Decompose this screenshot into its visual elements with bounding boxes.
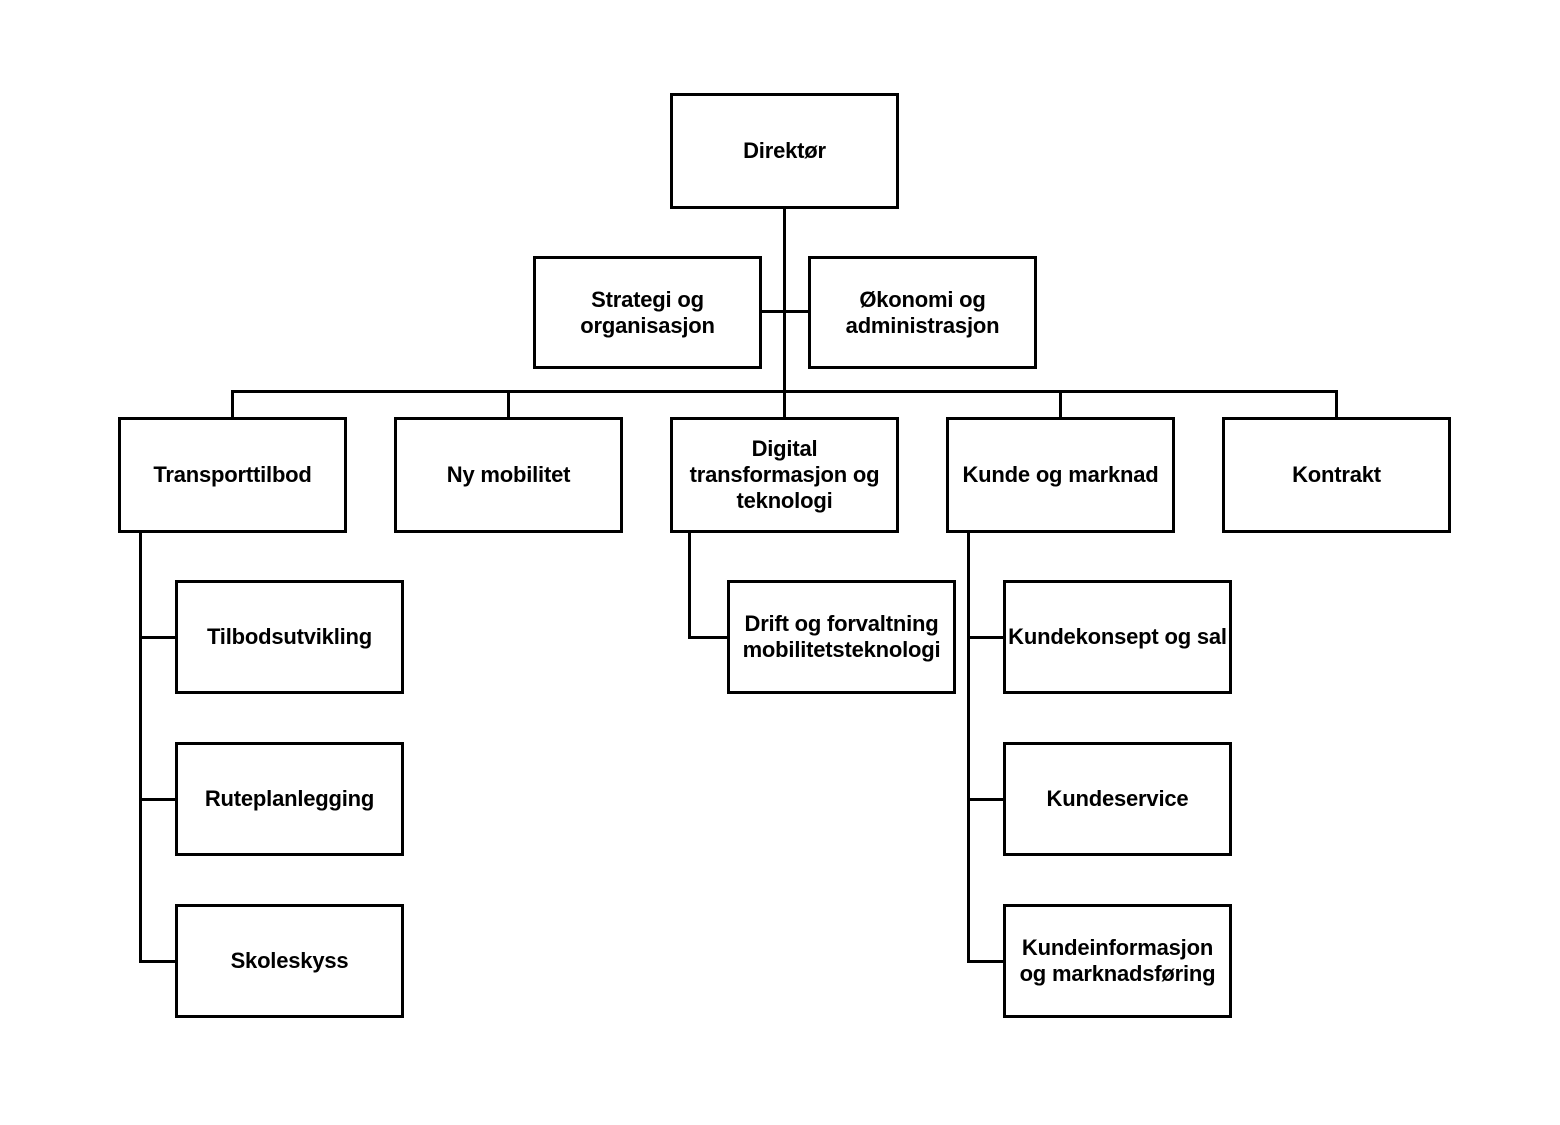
ny-mobilitet-box: Ny mobilitet <box>394 417 623 533</box>
edge-hang-kunde-og-marknad <box>967 532 970 963</box>
skoleskyss-box: Skoleskyss <box>175 904 404 1018</box>
skoleskyss-label: Skoleskyss <box>230 948 349 974</box>
edge-hang-transporttilbod <box>139 532 142 963</box>
kontrakt-label: Kontrakt <box>1292 462 1381 488</box>
transporttilbod-box: Transporttilbod <box>118 417 347 533</box>
kundeinformasjon-og-marknadsforing-label: Kundeinformasjon og marknadsføring <box>1019 935 1216 986</box>
strategi-og-organisasjon-label: Strategi og organisasjon <box>580 286 715 338</box>
edge-staff-connector <box>762 310 808 313</box>
kundekonsept-og-sal-label: Kundekonsept og sal <box>1008 624 1227 650</box>
edge-drop-kunde-og-marknad <box>1059 390 1062 418</box>
kunde-og-marknad-box: Kunde og marknad <box>946 417 1175 533</box>
edge-level2-bus <box>231 390 1338 393</box>
okonomi-og-administrasjon-box: Økonomi og administrasjon <box>808 256 1037 369</box>
kundekonsept-og-sal-box: Kundekonsept og sal <box>1003 580 1232 694</box>
ny-mobilitet-label: Ny mobilitet <box>446 462 571 488</box>
edge-stub-drift-og-forvaltning <box>688 636 727 639</box>
drift-og-forvaltning-mobilitetsteknologi-label: Drift og forvaltning mobilitetsteknologi <box>742 611 941 662</box>
edge-stub-tilbodsutvikling <box>139 636 175 639</box>
kunde-og-marknad-label: Kunde og marknad <box>962 462 1159 488</box>
ruteplanlegging-label: Ruteplanlegging <box>204 786 375 812</box>
okonomi-og-administrasjon-label: Økonomi og administrasjon <box>845 286 1000 338</box>
tilbodsutvikling-box: Tilbodsutvikling <box>175 580 404 694</box>
direktor-label: Direktør <box>743 138 826 164</box>
edge-stub-skoleskyss <box>139 960 175 963</box>
edge-direktor-drop <box>783 209 786 418</box>
edge-hang-digital <box>688 532 691 639</box>
edge-drop-kontrakt <box>1335 390 1338 418</box>
kundeservice-box: Kundeservice <box>1003 742 1232 856</box>
edge-stub-kundeinformasjon <box>967 960 1003 963</box>
kontrakt-box: Kontrakt <box>1222 417 1451 533</box>
direktor-box: Direktør <box>670 93 899 209</box>
tilbodsutvikling-label: Tilbodsutvikling <box>206 624 373 650</box>
strategi-og-organisasjon-box: Strategi og organisasjon <box>533 256 762 369</box>
ruteplanlegging-box: Ruteplanlegging <box>175 742 404 856</box>
edge-stub-ruteplanlegging <box>139 798 175 801</box>
edge-stub-kundeservice <box>967 798 1003 801</box>
drift-og-forvaltning-mobilitetsteknologi-box: Drift og forvaltning mobilitetsteknologi <box>727 580 956 694</box>
transporttilbod-label: Transporttilbod <box>153 462 312 488</box>
kundeservice-label: Kundeservice <box>1046 786 1189 812</box>
edge-stub-kundekonsept <box>967 636 1003 639</box>
digital-transformasjon-og-teknologi-label: Digital transformasjon og teknologi <box>689 436 880 513</box>
edge-drop-ny-mobilitet <box>507 390 510 418</box>
edge-drop-transporttilbod <box>231 390 234 418</box>
digital-transformasjon-og-teknologi-box: Digital transformasjon og teknologi <box>670 417 899 533</box>
kundeinformasjon-og-marknadsforing-box: Kundeinformasjon og marknadsføring <box>1003 904 1232 1018</box>
